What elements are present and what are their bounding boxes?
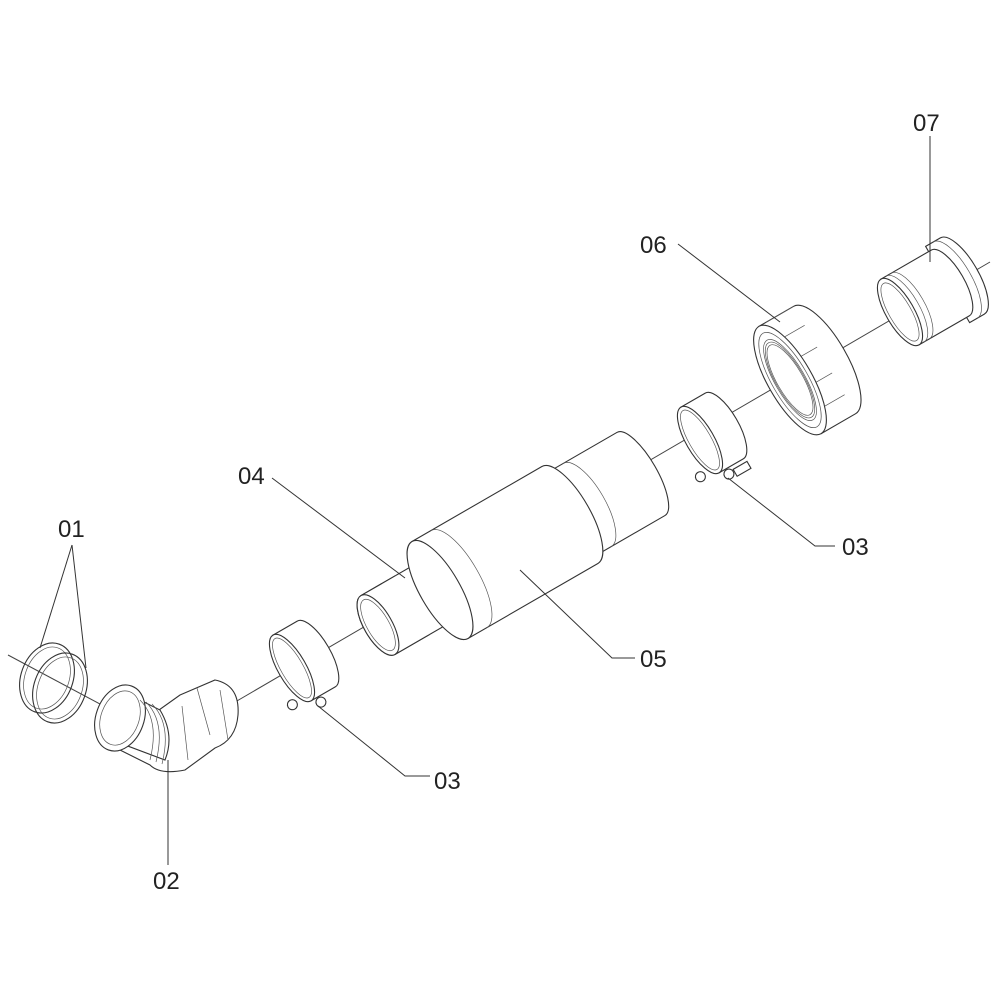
hose-sleeve: [406, 431, 670, 641]
callout-03-upper: 03: [842, 534, 869, 561]
callout-07: 07: [913, 110, 940, 137]
elbow: [94, 679, 239, 773]
callout-03-lower: 03: [434, 768, 461, 795]
callout-04: 04: [238, 463, 265, 490]
tail-piece: [876, 236, 989, 347]
callout-05: 05: [640, 646, 667, 673]
callout-06: 06: [640, 232, 667, 259]
callout-02: 02: [153, 868, 180, 895]
callout-01: 01: [58, 516, 85, 543]
o-rings: [19, 642, 88, 724]
hose-clamp-lower: [268, 619, 340, 711]
hose-clamp-upper: [676, 391, 752, 483]
union-nut: [753, 304, 862, 436]
inner-tube-end: [356, 575, 430, 656]
leader-lines: [39, 136, 931, 865]
